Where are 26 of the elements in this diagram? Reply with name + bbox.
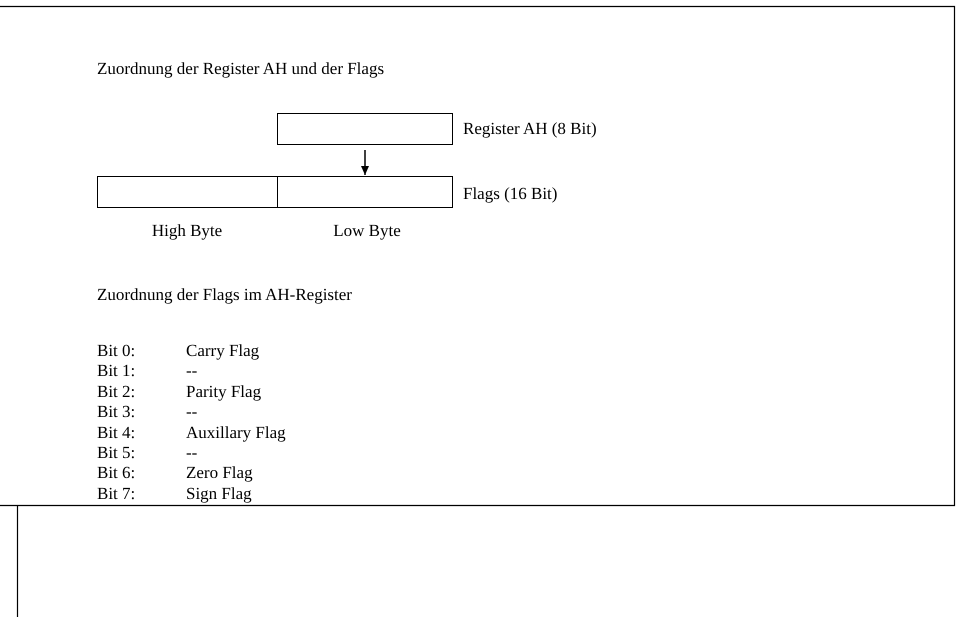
arrow	[361, 150, 369, 175]
bit-number: Bit 6:	[97, 462, 136, 484]
bit-number: Bit 3:	[97, 401, 136, 424]
bit-number: Bit 7:	[97, 482, 136, 505]
box-label: Flags (16 Bit)	[463, 183, 558, 205]
flag-name: --	[186, 360, 198, 382]
byte-segment	[97, 176, 278, 208]
box-label: High Byte	[150, 220, 224, 242]
heading: Zuordnung der Register AH und der Flags	[97, 58, 384, 80]
register-box	[277, 113, 453, 145]
flag-name: --	[186, 401, 198, 424]
bit-number: Bit 0:	[97, 340, 136, 362]
bit-number: Bit 4:	[97, 422, 136, 444]
section-heading: Zuordnung der Flags im AH-Register	[97, 284, 352, 306]
bit-number: Bit 5:	[97, 442, 136, 464]
box-label: Register AH (8 Bit)	[463, 118, 597, 140]
flag-name: --	[186, 442, 198, 464]
bit-number: Bit 2:	[97, 380, 136, 403]
flag-name: Carry Flag	[186, 340, 260, 362]
box-label: Low Byte	[332, 220, 402, 242]
flag-name: Parity Flag	[186, 380, 262, 403]
flag-name: Zero Flag	[186, 462, 253, 484]
bit-number: Bit 1:	[97, 360, 136, 382]
flag-name: Auxillary Flag	[186, 422, 286, 444]
byte-segment	[277, 176, 453, 208]
flag-name: Sign Flag	[186, 482, 252, 505]
